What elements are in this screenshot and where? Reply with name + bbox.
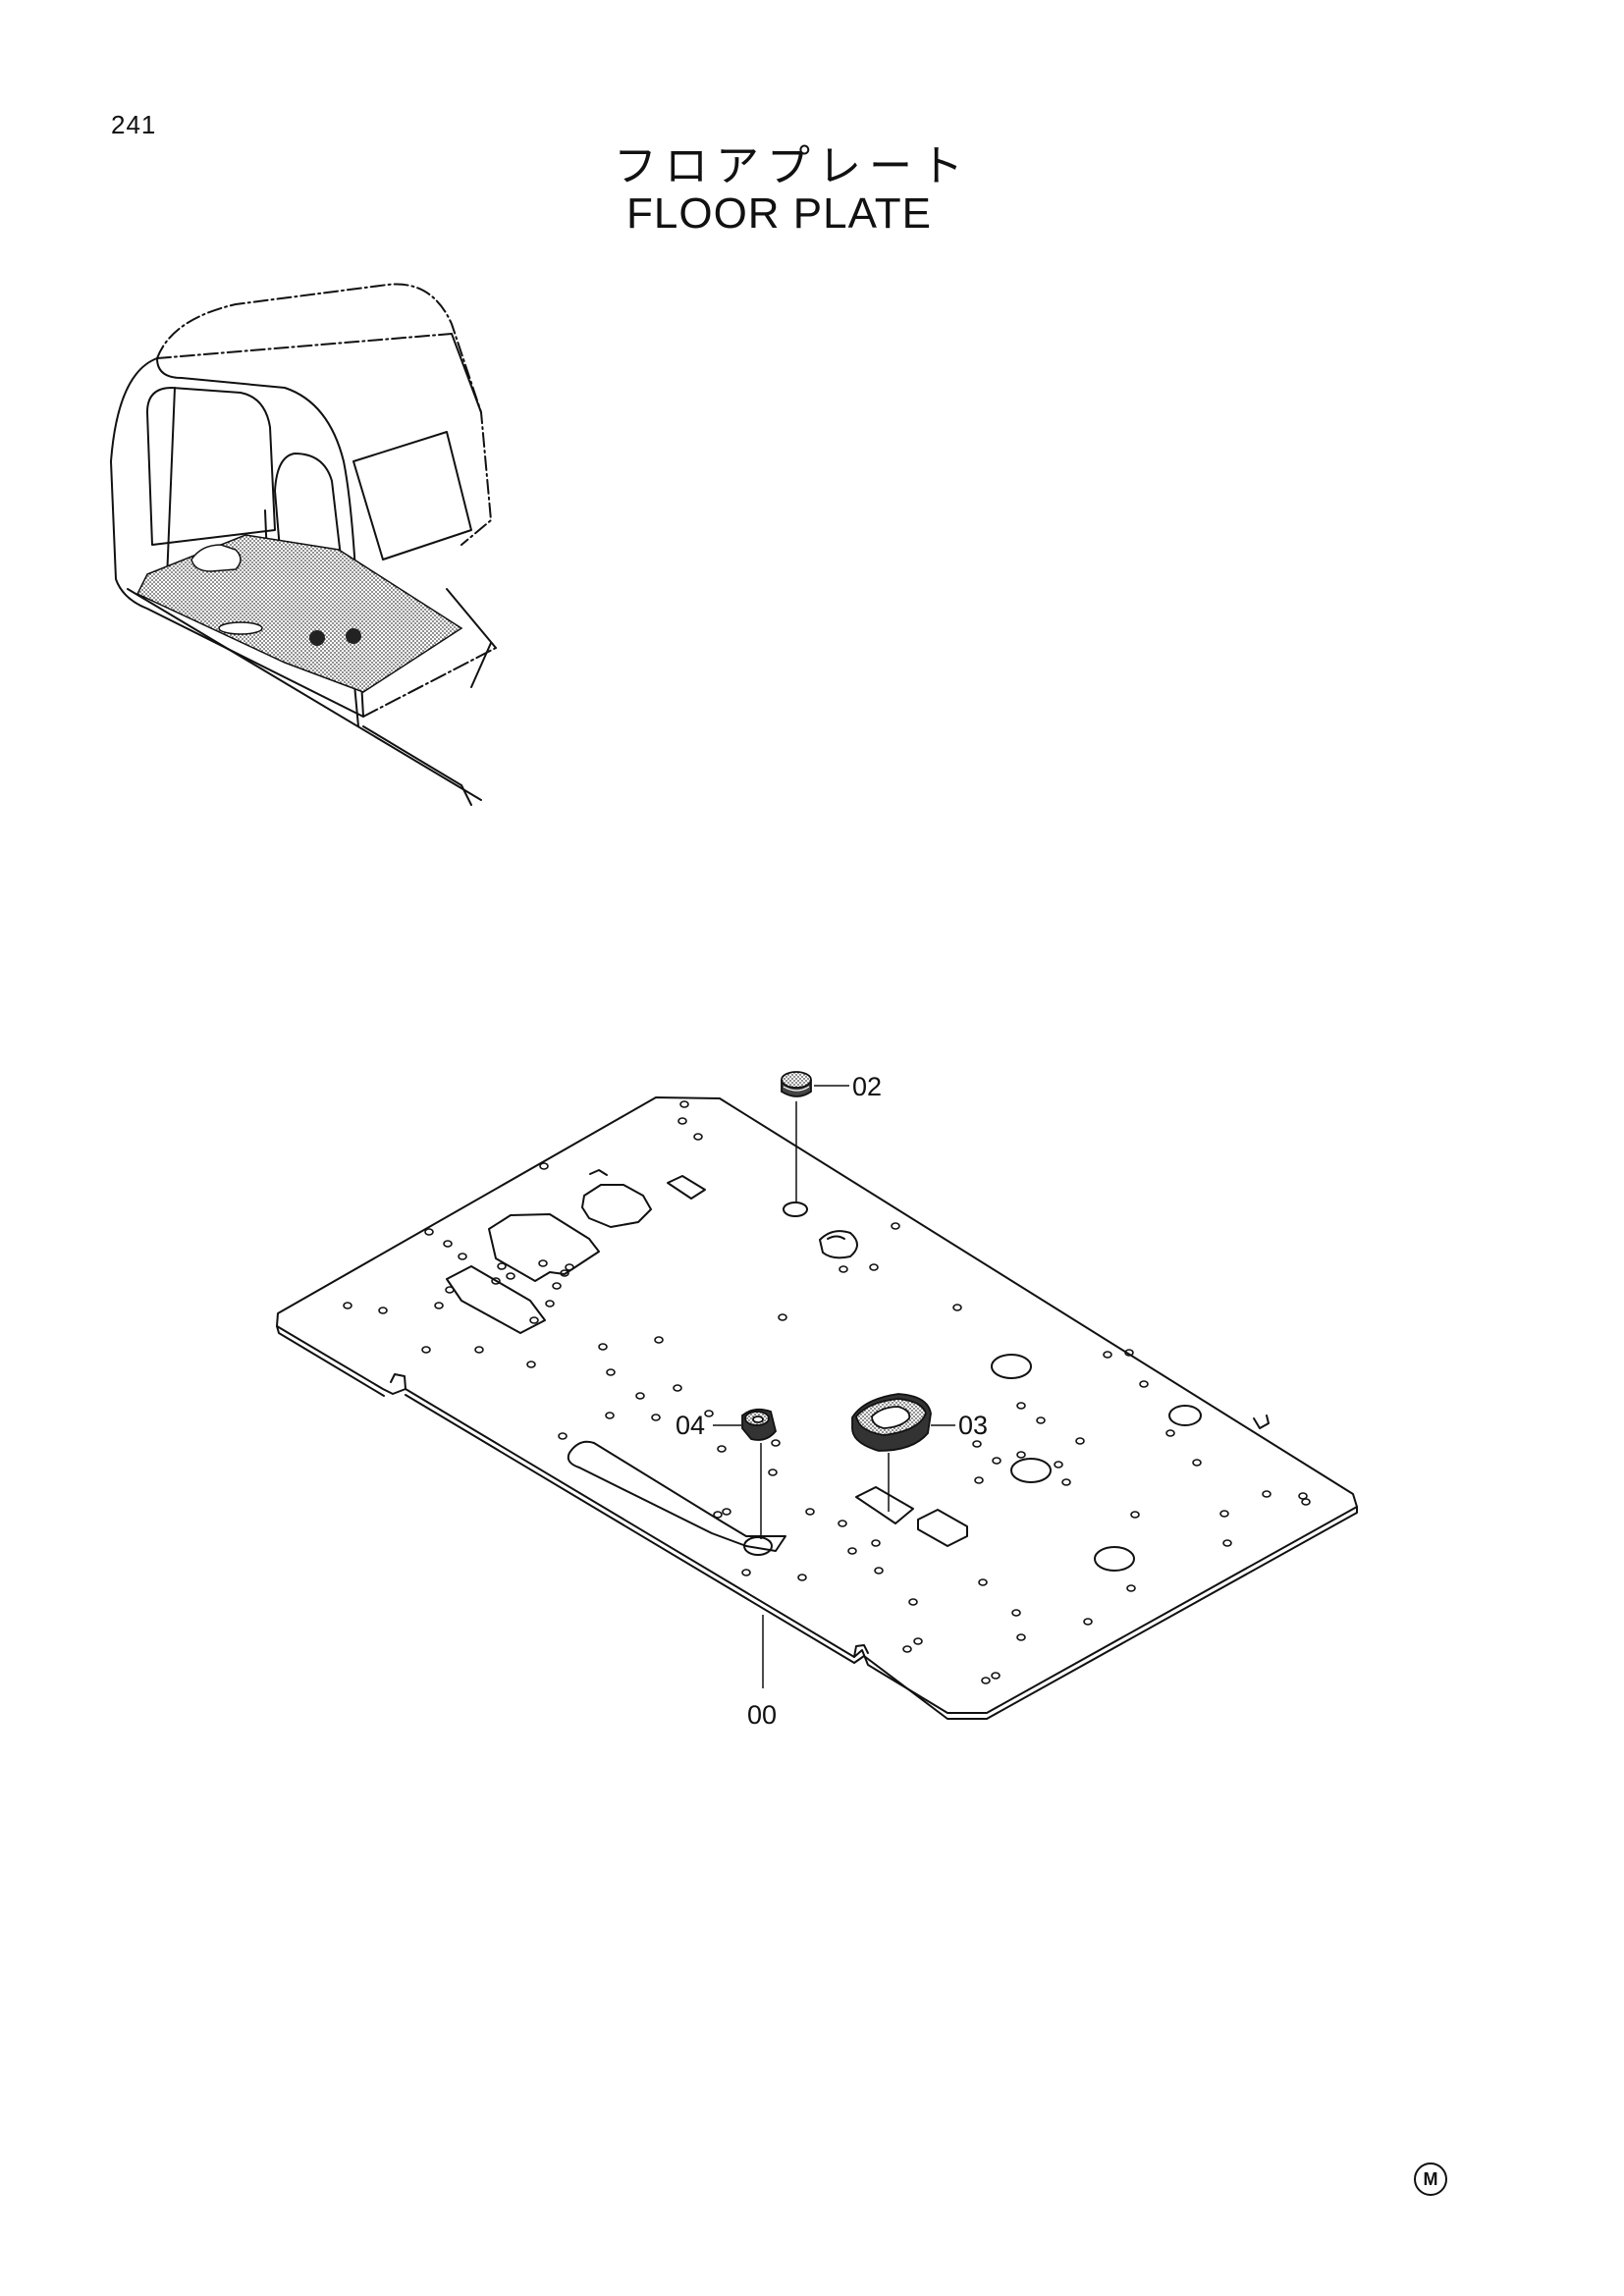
part-04-grommet [741,1408,777,1441]
callout-04: 04 [676,1411,705,1440]
page-title-japanese: フロアプレート [614,141,971,191]
cab-pedal-opening [190,544,242,572]
cab-floor-hole [309,630,325,646]
model-mark: M [1414,2163,1447,2196]
cab-floor-slot [218,621,263,635]
part-02-plug [781,1071,812,1097]
part-03-grommet [851,1393,932,1452]
callout-02: 02 [852,1072,882,1101]
page-number: 241 [111,110,157,139]
callout-00: 00 [747,1700,777,1730]
mounting-holes [343,1100,1311,1684]
cab-floor-hole [346,628,361,644]
cab-floor-highlight [135,534,463,693]
page-title-english: FLOOR PLATE [626,189,932,238]
floor-plate [276,1096,1358,1720]
callout-03: 03 [958,1411,988,1440]
